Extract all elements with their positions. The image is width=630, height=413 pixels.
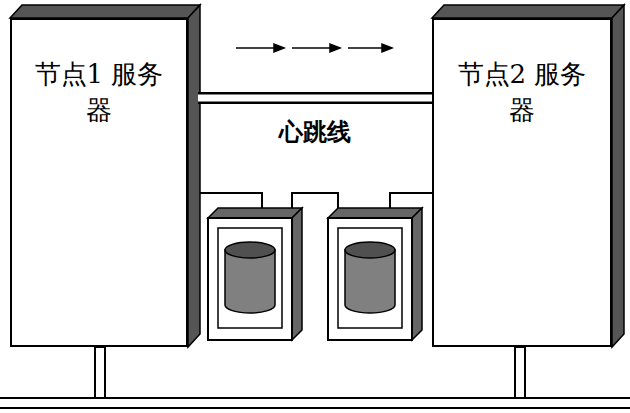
disk-enclosure (328, 208, 422, 340)
server-top-face (10, 5, 200, 18)
heartbeat-outline (198, 92, 432, 104)
direction-arrows (236, 44, 392, 52)
server-top-face (432, 5, 624, 18)
server-side-face (188, 5, 200, 347)
heartbeat-line (198, 98, 432, 99)
server-box: 节点2 服务器 (432, 18, 612, 347)
edge-label: 心跳线 (276, 116, 354, 148)
base-rail (0, 347, 630, 408)
server-side-face (612, 5, 624, 347)
server-box: 节点1 服务器 (10, 18, 188, 347)
server-label: 节点2 服务器 (457, 56, 587, 128)
heartbeat-core (198, 95, 432, 102)
disk-enclosure (208, 208, 302, 340)
server-label: 节点1 服务器 (34, 56, 164, 128)
